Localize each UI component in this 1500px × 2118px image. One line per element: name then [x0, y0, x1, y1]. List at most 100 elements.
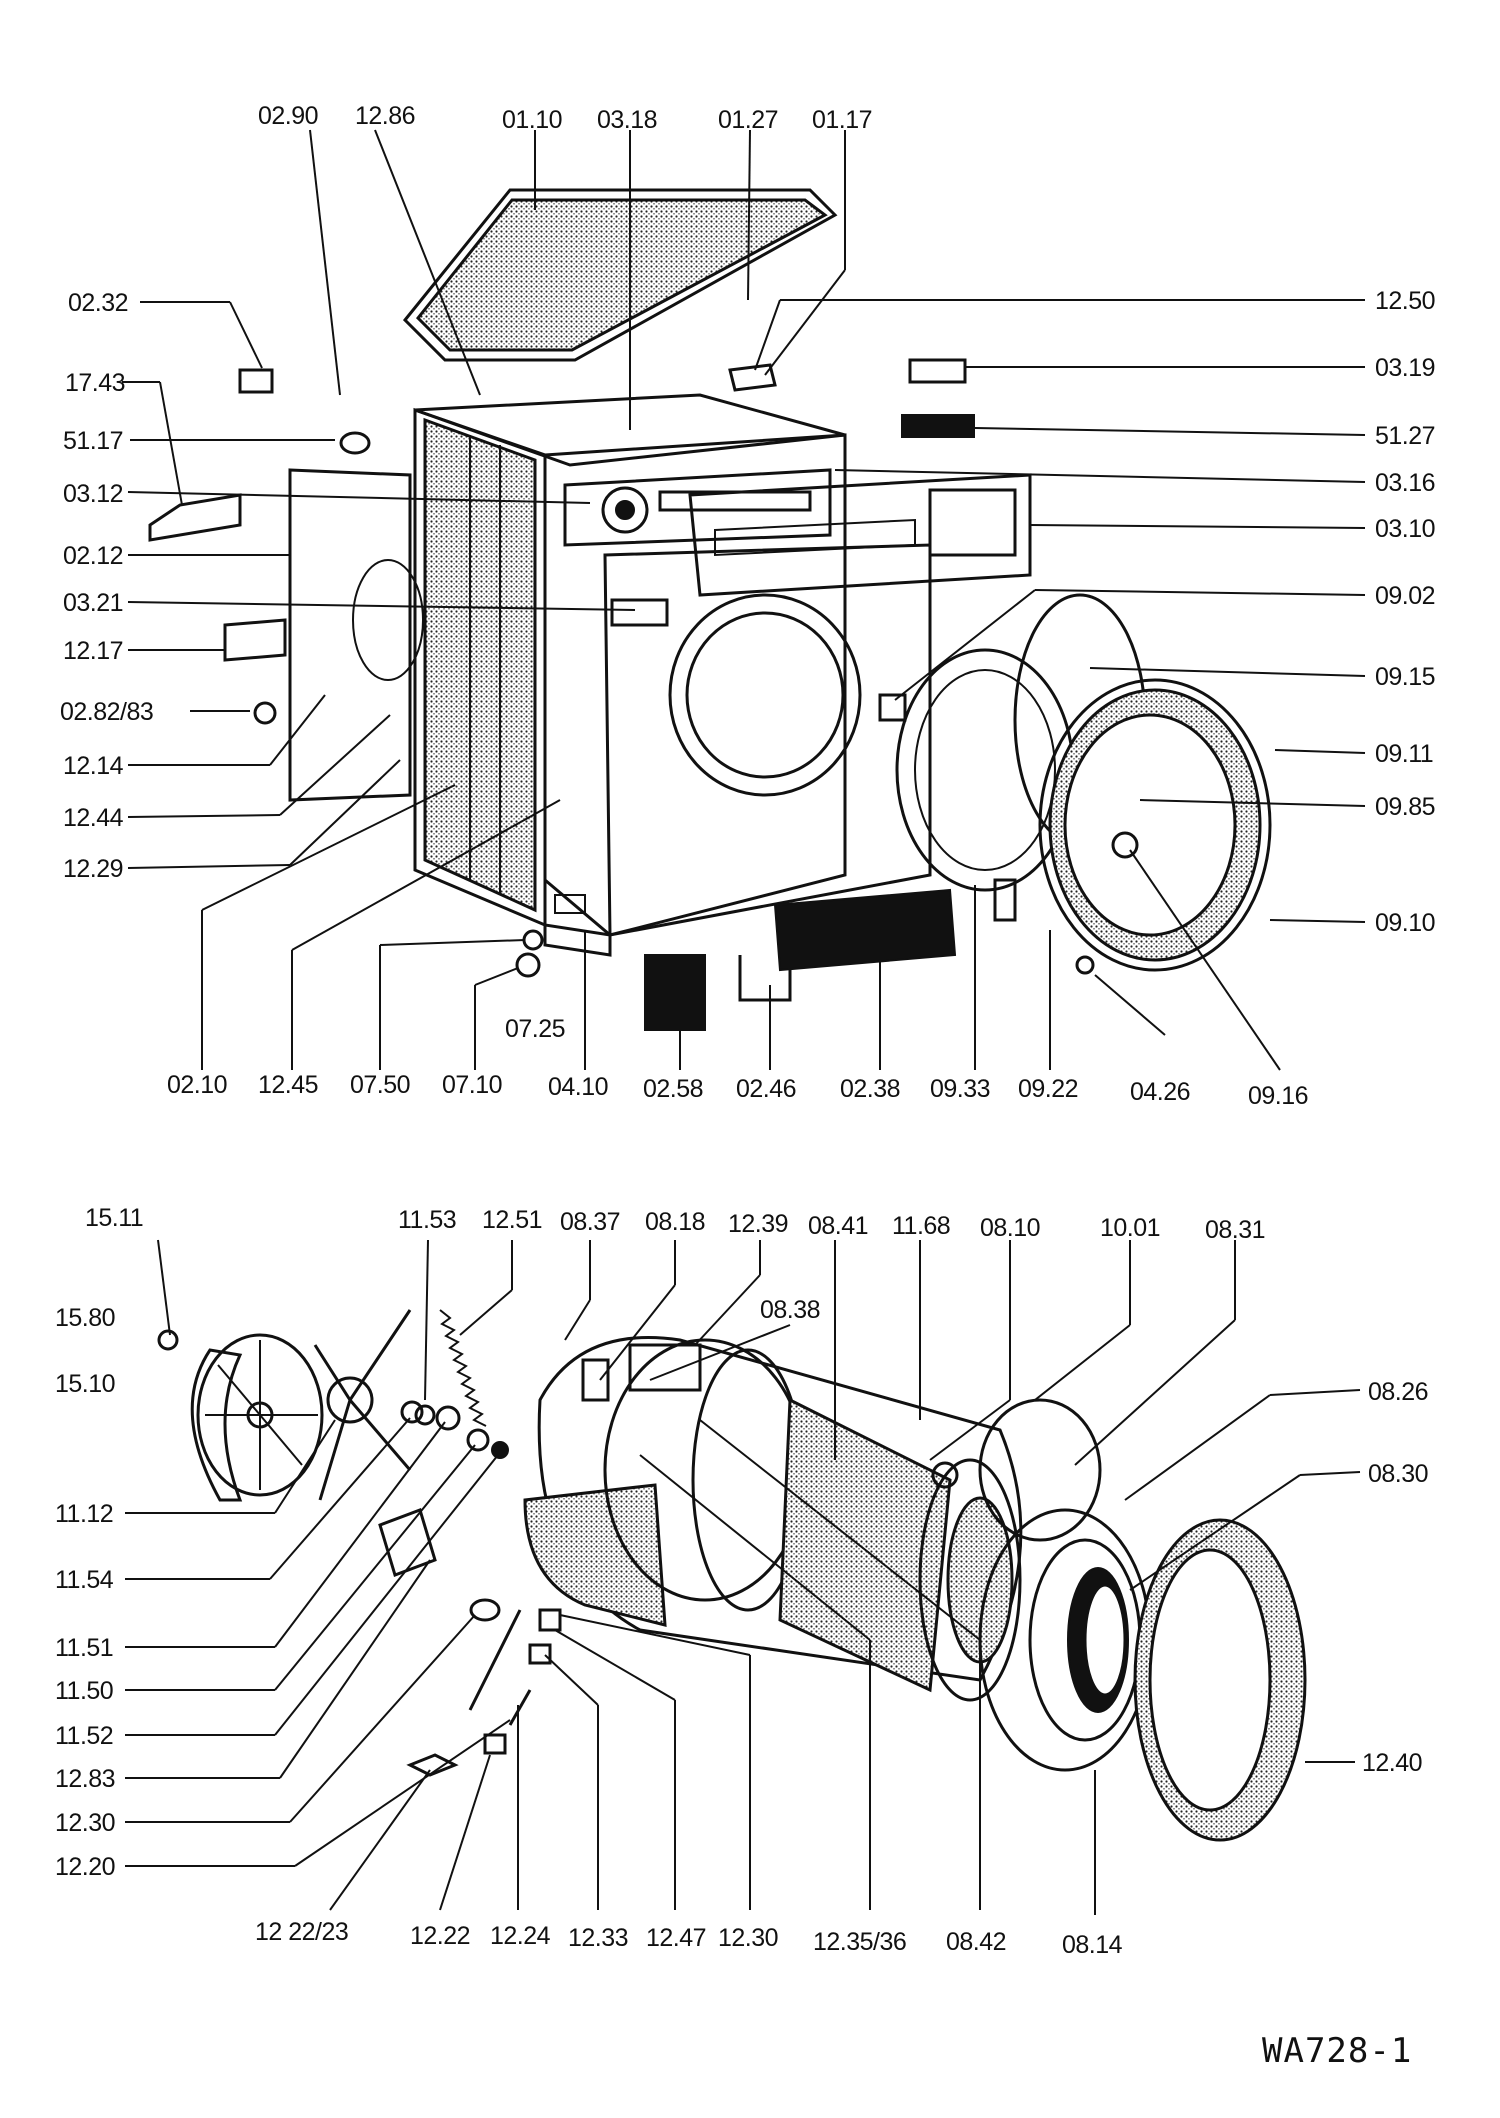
part-07-10 — [515, 952, 541, 978]
label-08-38: 08.38 — [760, 1296, 820, 1324]
label-03-16: 03.16 — [1375, 469, 1435, 497]
bearing-11-51 — [435, 1405, 461, 1431]
seal-11-52 — [491, 1441, 509, 1459]
plinth — [543, 876, 612, 957]
pulley — [196, 1333, 324, 1497]
label-07-10: 07.10 — [442, 1071, 502, 1099]
label-11-52: 11.52 — [55, 1722, 113, 1750]
label-12-20: 12.20 — [55, 1853, 115, 1881]
label-10-01: 10.01 — [1100, 1214, 1160, 1242]
label-07-25: 07.25 — [505, 1015, 565, 1043]
part-03-19 — [908, 358, 967, 384]
label-02-12: 02.12 — [63, 542, 123, 570]
door-seal — [895, 648, 1075, 892]
label-11-54: 11.54 — [55, 1566, 114, 1594]
cabinet-assembly — [288, 188, 1032, 957]
label-17-43: 17.43 — [65, 369, 125, 397]
label-11-51: 11.51 — [55, 1634, 113, 1662]
bearing-11-50 — [466, 1428, 490, 1452]
label-09-15: 09.15 — [1375, 663, 1435, 691]
label-08-42: 08.42 — [946, 1928, 1006, 1956]
top-lid — [402, 188, 838, 362]
diagram-reference-code: WA728-1 — [1262, 2031, 1412, 2071]
label-07-50: 07.50 — [350, 1071, 410, 1099]
label-12-22: 12.22 — [410, 1922, 470, 1950]
part-12-17 — [223, 618, 287, 662]
rear-opening — [352, 559, 424, 681]
label-04-10: 04.10 — [548, 1073, 608, 1101]
label-12-33: 12.33 — [568, 1924, 628, 1952]
label-08-30: 08.30 — [1368, 1460, 1428, 1488]
part-08-18 — [628, 1343, 702, 1392]
part-15-80 — [157, 1329, 179, 1351]
part-03-21 — [610, 598, 669, 627]
label-01-27: 01.27 — [718, 106, 778, 134]
cabinet-side-panel — [413, 407, 547, 928]
label-09-11: 09.11 — [1375, 740, 1433, 768]
door-handle — [1111, 831, 1139, 859]
part-12-22 — [483, 1733, 507, 1755]
label-12-22-23: 12 22/23 — [255, 1918, 348, 1946]
label-12-17: 12.17 — [63, 637, 123, 665]
tub-front-ring — [978, 1508, 1152, 1772]
label-12-35-36: 12.35/36 — [813, 1928, 906, 1956]
label-03-21: 03.21 — [63, 589, 123, 617]
door-assembly — [878, 593, 1272, 975]
leader-lines — [122, 129, 1366, 1915]
label-09-33: 09.33 — [930, 1075, 990, 1103]
door-hinge — [993, 878, 1017, 922]
label-08-14: 08.14 — [1062, 1931, 1123, 1959]
label-12-40: 12.40 — [1362, 1749, 1422, 1777]
label-09-85: 09.85 — [1375, 793, 1435, 821]
label-12-51: 12.51 — [482, 1206, 542, 1234]
control-panel — [563, 468, 832, 547]
label-02-38: 02.38 — [840, 1075, 900, 1103]
drive-belt — [190, 1348, 243, 1502]
part-10-01 — [978, 1398, 1102, 1542]
part-labels: 02.90 12.86 01.10 03.18 01.27 01.17 02.3… — [55, 102, 1436, 2071]
drum-spider — [313, 1309, 412, 1501]
shock-absorber — [468, 1609, 522, 1711]
label-08-41: 08.41 — [808, 1212, 868, 1240]
label-09-02: 09.02 — [1375, 582, 1435, 610]
label-12-50: 12.50 — [1375, 287, 1435, 315]
part-51-17 — [339, 431, 371, 455]
label-12-24: 12.24 — [490, 1922, 551, 1950]
label-12-47: 12.47 — [646, 1924, 706, 1952]
part-12-33 — [528, 1643, 552, 1665]
label-12-30-bottom: 12.30 — [718, 1924, 778, 1952]
label-03-19: 03.19 — [1375, 354, 1435, 382]
part-51-27 — [901, 414, 975, 438]
label-02-32: 02.32 — [68, 289, 128, 317]
label-08-18: 08.18 — [645, 1208, 705, 1236]
part-02-38 — [773, 888, 957, 972]
label-03-12: 03.12 — [63, 480, 123, 508]
label-08-26: 08.26 — [1368, 1378, 1428, 1406]
label-12-39: 12.39 — [728, 1210, 788, 1238]
motor-bracket — [378, 1508, 437, 1577]
part-12-47 — [538, 1608, 562, 1632]
label-03-18: 03.18 — [597, 106, 657, 134]
label-12-29: 12.29 — [63, 855, 123, 883]
label-12-14: 12.14 — [63, 752, 124, 780]
label-15-10: 15.10 — [55, 1370, 115, 1398]
part-02-82 — [253, 701, 277, 725]
part-12-50 — [728, 363, 777, 392]
label-11-53: 11.53 — [398, 1206, 456, 1234]
part-08-37 — [581, 1358, 610, 1402]
label-51-27: 51.27 — [1375, 422, 1435, 450]
label-02-58: 02.58 — [643, 1075, 703, 1103]
door-catch — [878, 693, 907, 722]
cabinet-rear-wall — [288, 468, 412, 802]
label-09-22: 09.22 — [1018, 1075, 1078, 1103]
part-17-43 — [148, 493, 242, 542]
label-11-68: 11.68 — [892, 1212, 950, 1240]
part-07-50 — [522, 929, 544, 951]
service-panels — [515, 888, 957, 1031]
label-11-12: 11.12 — [55, 1500, 113, 1528]
front-bezel — [1133, 1518, 1307, 1842]
label-51-17: 51.17 — [63, 427, 123, 455]
fascia-panel — [688, 473, 1032, 597]
part-12-20 — [469, 1598, 501, 1622]
